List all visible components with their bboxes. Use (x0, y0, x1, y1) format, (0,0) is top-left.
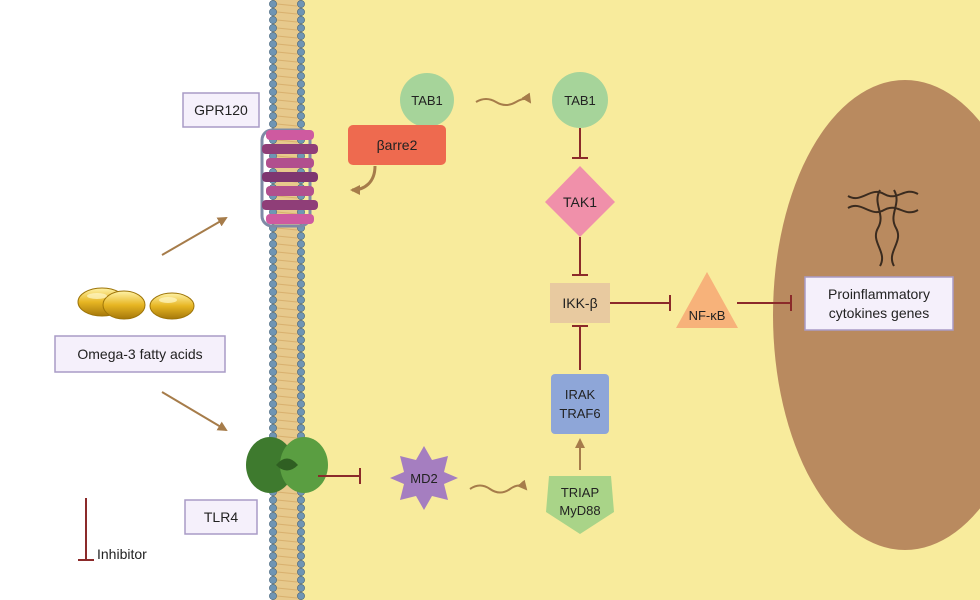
arrow-omega3-to-gpr120 (161, 216, 228, 256)
tab1-right-label: TAB1 (564, 93, 596, 108)
tlr4-label: TLR4 (204, 509, 238, 525)
tlr4-label-box (184, 499, 258, 535)
cell-membrane (269, 0, 305, 600)
ikk-label: IKK-β (562, 295, 597, 311)
md2-label: MD2 (410, 471, 437, 486)
arrow-omega3-to-tlr4 (161, 391, 228, 432)
tab1-left-label: TAB1 (411, 93, 443, 108)
legend-inhibitor-symbol (78, 498, 94, 561)
inhibition-lines (318, 128, 792, 484)
tab1-right-node (552, 72, 608, 128)
tlr4-receptor-icon (246, 437, 328, 493)
barrestin-node (348, 125, 446, 165)
wavy-arrow-md2-triap (469, 479, 528, 494)
tab1-left-node (400, 73, 454, 127)
omega3-label-box (54, 335, 226, 373)
proinflammatory-box (804, 276, 954, 331)
triap-label: TRIAP (561, 485, 599, 500)
irak-traf6-node (551, 374, 609, 434)
wavy-arrow-tab1 (475, 92, 532, 106)
tak1-node (545, 166, 615, 237)
dna-icon (847, 189, 919, 267)
proinflammatory-line1: Proinflammatory (828, 286, 930, 302)
md2-node (390, 446, 458, 510)
curved-arrow-barrestin (350, 165, 377, 195)
proinflammatory-line2: cytokines genes (829, 305, 929, 321)
nfkb-label: NF-κB (689, 308, 726, 323)
traf6-label: TRAF6 (559, 406, 600, 421)
gpr120-label: GPR120 (194, 102, 248, 118)
legend-inhibitor-label: Inhibitor (97, 546, 147, 562)
tak1-label: TAK1 (563, 194, 597, 210)
omega3-label: Omega-3 fatty acids (77, 346, 202, 362)
irak-label: IRAK (565, 387, 596, 402)
gpr120-label-box (182, 92, 260, 128)
myd88-label: MyD88 (559, 503, 600, 518)
omega3-capsules-icon (77, 287, 195, 320)
gpr120-receptor-icon (260, 128, 318, 228)
triap-myd88-node (546, 476, 614, 534)
nfkb-node (676, 272, 738, 328)
ikk-node (550, 283, 610, 323)
barrestin-label: βarre2 (377, 137, 418, 153)
